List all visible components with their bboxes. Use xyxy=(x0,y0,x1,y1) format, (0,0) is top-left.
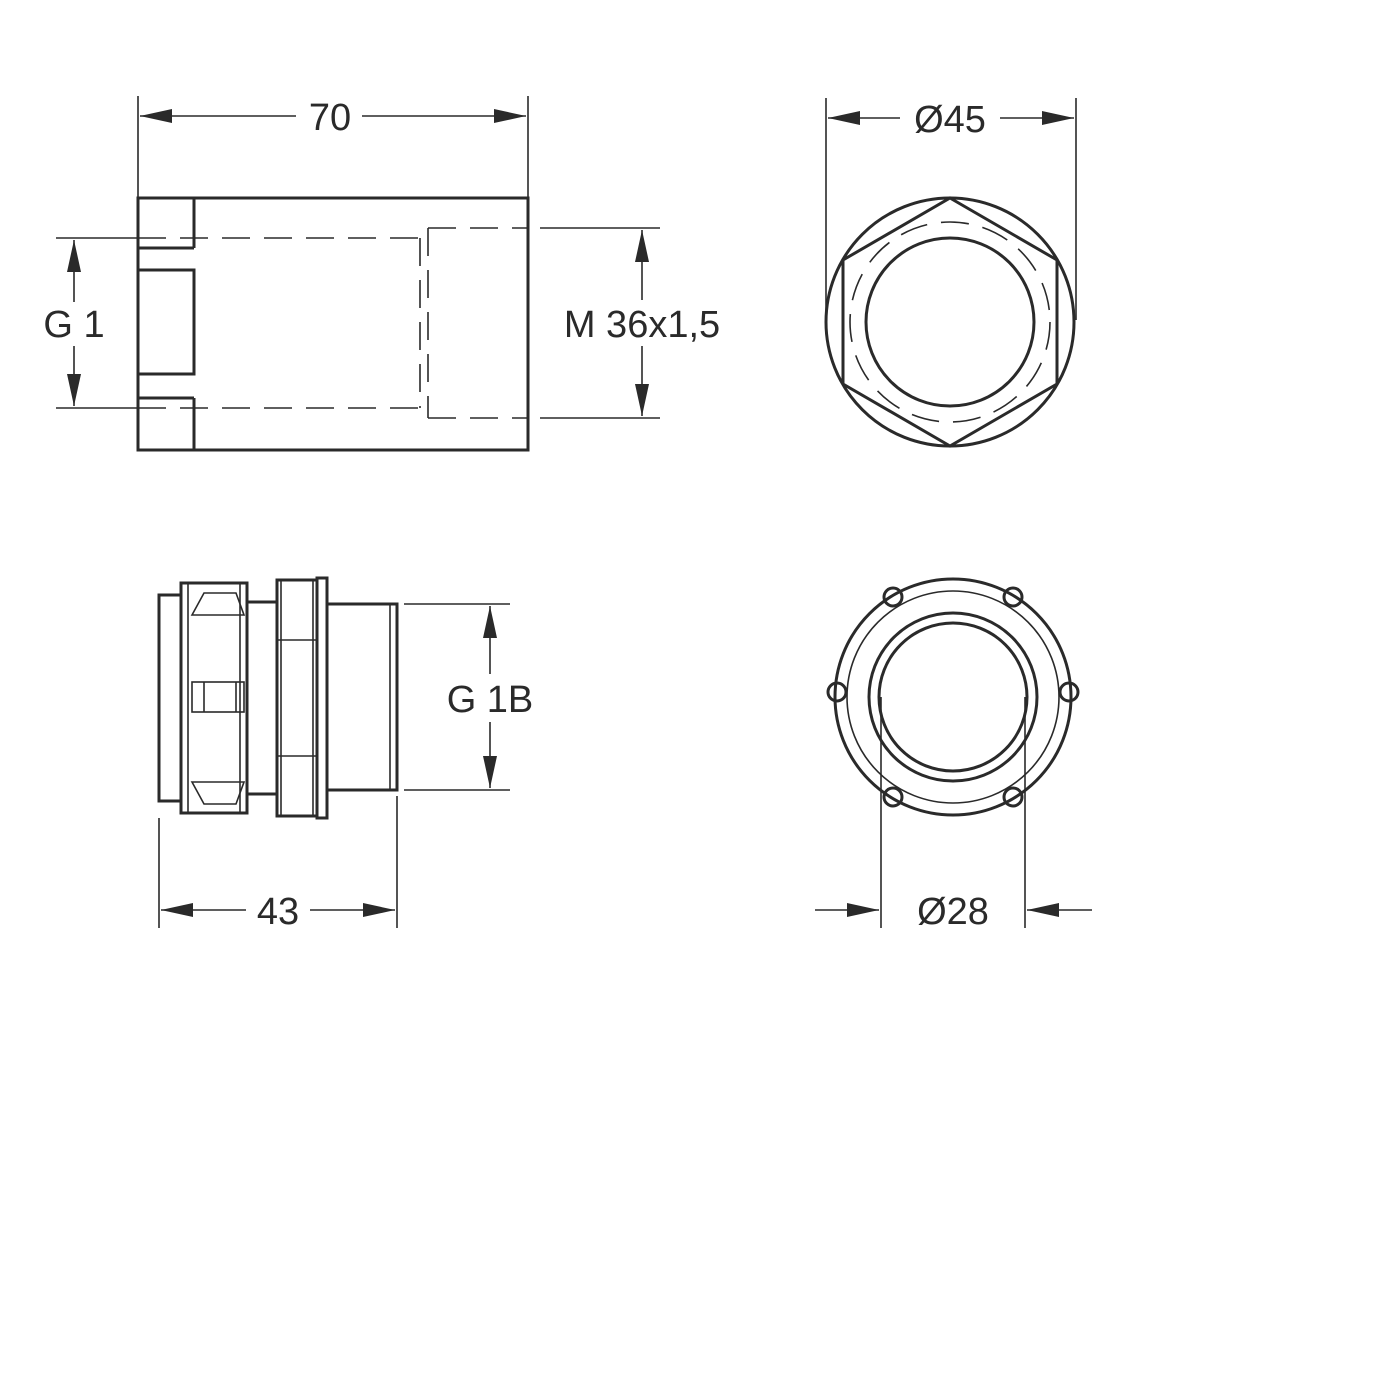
fitting-end-view: Ø28 xyxy=(815,577,1092,933)
adapter-left-recess xyxy=(136,268,196,376)
lug xyxy=(882,786,904,808)
dim-thread-m36: M 36x1,5 xyxy=(564,304,720,346)
lug xyxy=(826,681,848,703)
fitting-side-view: G 1B 43 xyxy=(157,576,534,933)
fitting-spigot xyxy=(325,602,399,792)
fitting-bore-circle-28 xyxy=(877,621,1029,773)
adapter-body-outline xyxy=(136,196,530,452)
dim-diameter-28: Ø28 xyxy=(917,891,989,933)
hex-outline xyxy=(841,196,1059,448)
fitting-outer-circle xyxy=(833,577,1073,817)
dim-length-70: 70 xyxy=(309,97,351,139)
fitting-rear-ring xyxy=(157,593,183,803)
thread-hidden-circle xyxy=(849,221,1051,423)
adapter-end-view: Ø45 xyxy=(824,98,1077,448)
lug xyxy=(1002,586,1024,608)
dim-thread-g1b: G 1B xyxy=(447,679,534,721)
fitting-neck xyxy=(245,600,279,796)
fitting-nut-circle xyxy=(867,611,1039,783)
bore-circle xyxy=(864,236,1036,408)
dim-length-43: 43 xyxy=(257,891,299,933)
outer-circle-45 xyxy=(824,196,1076,448)
dim-thread-g1: G 1 xyxy=(43,304,104,346)
lug xyxy=(882,586,904,608)
adapter-side-view: 70 G 1 M 36x1,5 xyxy=(43,96,720,452)
lug xyxy=(1058,681,1080,703)
lug xyxy=(1002,786,1024,808)
fitting-clamp-body xyxy=(179,581,249,815)
fitting-hex-nut xyxy=(275,578,319,818)
fitting-mid-circle xyxy=(846,590,1060,804)
dim-diameter-45: Ø45 xyxy=(914,99,986,141)
